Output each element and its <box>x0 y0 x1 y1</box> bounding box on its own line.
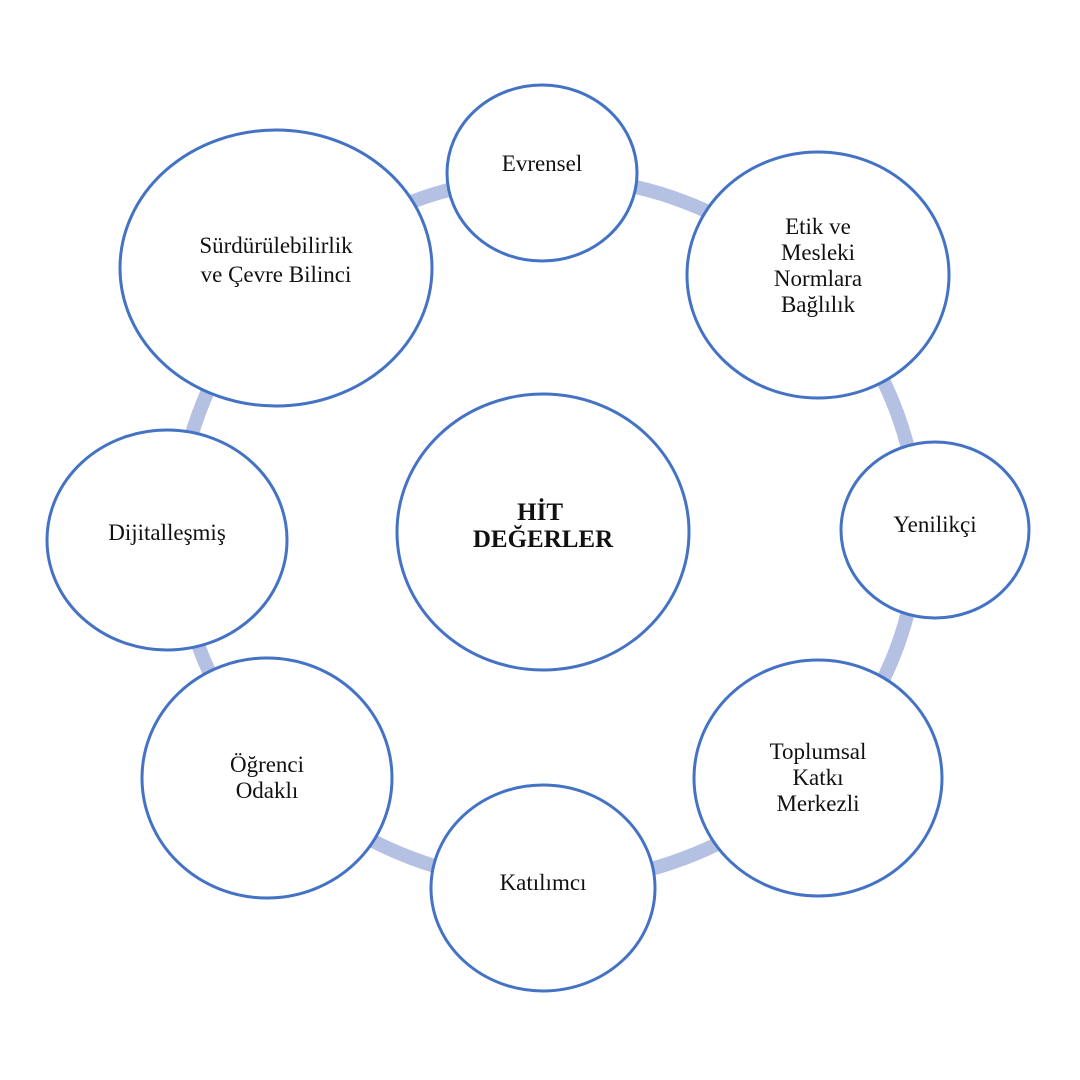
value-node-label-line: Dijitalleşmiş <box>108 520 226 545</box>
value-node-label-line: Evrensel <box>502 151 582 176</box>
value-node-label-line: Öğrenci <box>230 752 304 777</box>
value-node-label-line: ve Çevre Bilinci <box>201 262 352 287</box>
center-title-line: DEĞERLER <box>473 524 614 553</box>
value-node-label: Yenilikçi <box>893 512 976 537</box>
value-node-ellipse <box>692 658 944 898</box>
value-node-label-line: Mesleki <box>781 240 855 265</box>
value-node-label-line: Bağlılık <box>781 292 856 317</box>
value-node-katilimci: Katılımcı <box>429 783 657 993</box>
value-node-yenilikci: Yenilikçi <box>839 440 1031 620</box>
center-node-hit-degerler: HİT DEĞERLER <box>395 392 691 672</box>
value-node-label-line: Odaklı <box>236 778 299 803</box>
value-node-ellipse <box>140 656 394 900</box>
value-node-ellipse <box>685 150 951 400</box>
center-title: HİT DEĞERLER <box>473 498 614 553</box>
center-title-line: HİT <box>517 498 563 526</box>
value-node-evrensel: Evrensel <box>445 83 639 263</box>
value-node-label: Katılımcı <box>500 870 587 895</box>
center-ellipse <box>395 392 691 672</box>
value-node-dijital: Dijitalleşmiş <box>45 428 289 652</box>
value-node-surdurulebilirlik: Sürdürülebilirlik ve Çevre Bilinci <box>118 128 434 408</box>
value-node-label-line: Toplumsal <box>770 739 867 764</box>
value-node-ellipse <box>445 83 639 263</box>
value-node-ellipse <box>45 428 289 652</box>
value-node-label-line: Merkezli <box>776 791 859 816</box>
value-node-label-line: Normlara <box>774 266 862 291</box>
value-node-label-line: Katkı <box>792 765 843 790</box>
value-node-ellipse <box>839 440 1031 620</box>
value-node-ellipse <box>429 783 657 993</box>
value-node-label-line: Etik ve <box>785 214 851 239</box>
value-node-ellipse <box>118 128 434 408</box>
value-node-label-line: Yenilikçi <box>893 512 976 537</box>
value-node-label: Sürdürülebilirlik ve Çevre Bilinci <box>199 233 353 287</box>
value-node-label: Dijitalleşmiş <box>108 520 226 545</box>
value-node-label-line: Sürdürülebilirlik <box>199 233 353 258</box>
value-node-label-line: Katılımcı <box>500 870 587 895</box>
value-node-label: Evrensel <box>502 151 582 176</box>
